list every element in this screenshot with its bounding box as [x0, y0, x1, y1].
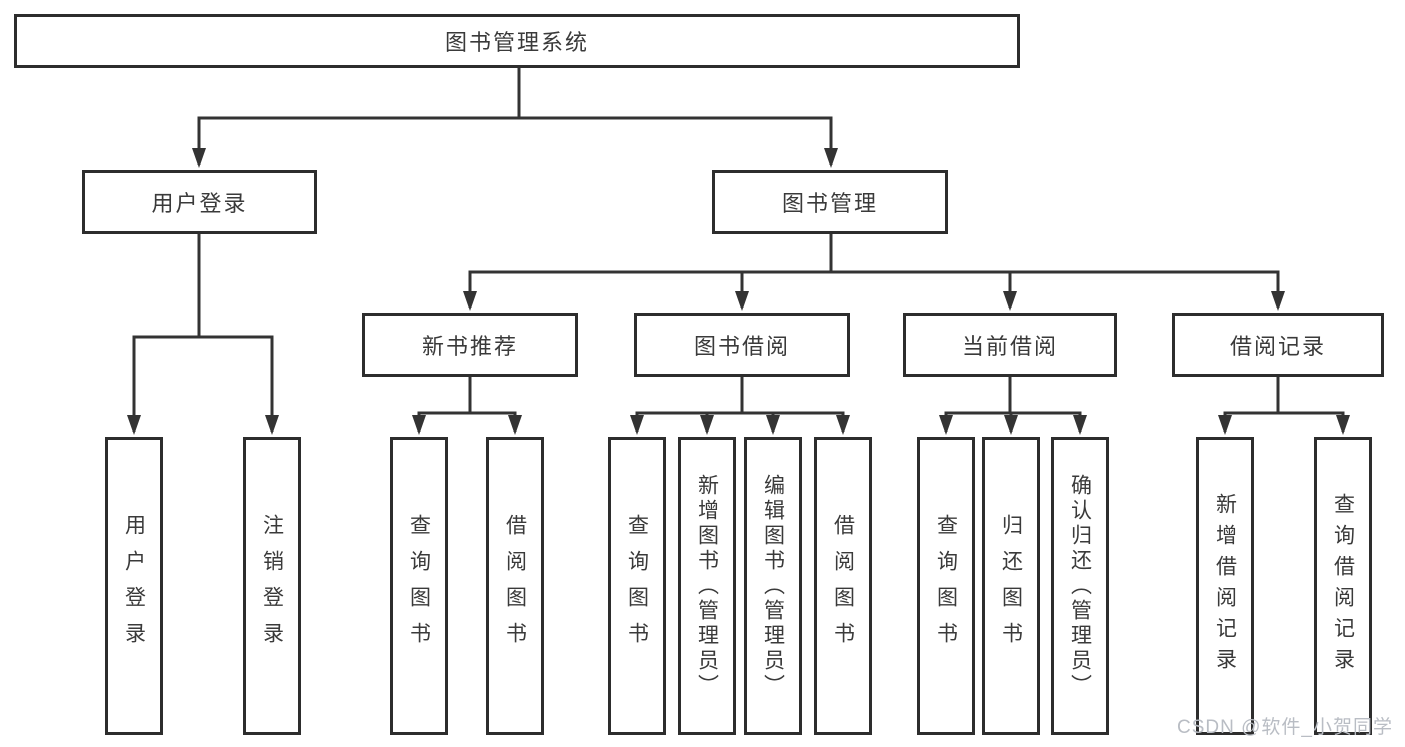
leaf-confirm-return-admin: 确认归还（管理员）: [1051, 437, 1109, 735]
leaf-search-books-label: 查询图书: [625, 514, 649, 658]
leaf-search-borrow-record-label: 查询借阅记录: [1331, 493, 1355, 679]
leaf-confirm-return-admin-label: 确认归还（管理员）: [1068, 473, 1092, 699]
leaf-search-books-rec: 查询图书: [390, 437, 448, 735]
node-root: 图书管理系统: [14, 14, 1020, 68]
node-book-mgmt-label: 图书管理: [781, 191, 878, 216]
leaf-add-borrow-record: 新增借阅记录: [1196, 437, 1254, 735]
leaf-borrow-books: 借阅图书: [814, 437, 872, 735]
leaf-user-login: 用户登录: [105, 437, 163, 735]
leaf-search-borrow-record: 查询借阅记录: [1314, 437, 1372, 735]
node-current-borrow: 当前借阅: [903, 313, 1117, 377]
leaf-search-books-current-label: 查询图书: [934, 514, 958, 658]
node-new-book-rec: 新书推荐: [362, 313, 578, 377]
leaf-logout-label: 注销登录: [260, 514, 284, 658]
node-user-login: 用户登录: [82, 170, 317, 234]
leaf-edit-book-admin-label: 编辑图书（管理员）: [761, 473, 785, 699]
leaf-add-book-admin-label: 新增图书（管理员）: [695, 473, 719, 699]
node-current-borrow-label: 当前借阅: [961, 334, 1058, 359]
leaf-borrow-books-label: 借阅图书: [831, 514, 855, 658]
node-book-mgmt: 图书管理: [712, 170, 948, 234]
node-borrow-records: 借阅记录: [1172, 313, 1384, 377]
leaf-add-book-admin: 新增图书（管理员）: [678, 437, 736, 735]
node-root-label: 图书管理系统: [444, 30, 589, 55]
leaf-logout: 注销登录: [243, 437, 301, 735]
leaf-edit-book-admin: 编辑图书（管理员）: [744, 437, 802, 735]
leaf-borrow-books-rec-label: 借阅图书: [503, 514, 527, 658]
watermark: CSDN @软件_小贺同学: [1177, 717, 1393, 738]
node-new-book-rec-label: 新书推荐: [421, 334, 518, 359]
leaf-return-books: 归还图书: [982, 437, 1040, 735]
leaf-search-books: 查询图书: [608, 437, 666, 735]
leaf-add-borrow-record-label: 新增借阅记录: [1213, 493, 1237, 679]
leaf-return-books-label: 归还图书: [999, 514, 1023, 658]
leaf-borrow-books-rec: 借阅图书: [486, 437, 544, 735]
node-user-login-label: 用户登录: [151, 191, 248, 216]
leaf-search-books-rec-label: 查询图书: [407, 514, 431, 658]
leaf-search-books-current: 查询图书: [917, 437, 975, 735]
node-book-borrow: 图书借阅: [634, 313, 850, 377]
node-borrow-records-label: 借阅记录: [1229, 334, 1326, 359]
leaf-user-login-label: 用户登录: [122, 514, 146, 658]
node-book-borrow-label: 图书借阅: [693, 334, 790, 359]
